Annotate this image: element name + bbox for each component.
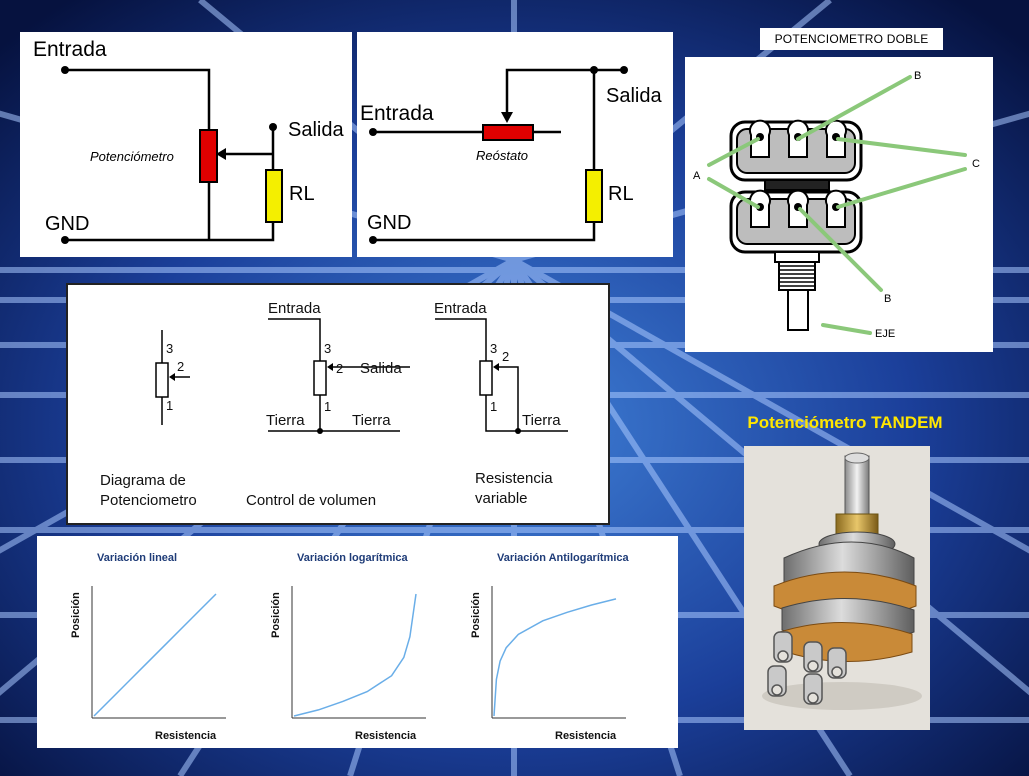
diag2-ground-left: Tierra <box>266 412 305 429</box>
diag2-pin3: 3 <box>324 341 331 356</box>
terminal-b-bottom-label: B <box>884 293 891 305</box>
x-axis-label: Resistencia <box>355 730 417 742</box>
shaft-label: EJE <box>875 328 895 340</box>
diag2-ground-right: Tierra <box>352 412 391 429</box>
y-axis-label: Posición <box>270 592 282 638</box>
diag3-pin2: 2 <box>502 349 509 364</box>
series-line <box>293 593 417 717</box>
chart-title: Variación lineal <box>97 552 177 564</box>
potentiometer-label: Potenciómetro <box>90 149 174 164</box>
load-label: RL <box>289 183 315 205</box>
chart-title: Variación logarítmica <box>297 552 409 564</box>
y-axis-label: Posición <box>70 592 82 638</box>
load-resistor-symbol <box>265 169 283 223</box>
diag2-output-label: Salida <box>360 360 402 377</box>
diag3-input-label: Entrada <box>434 300 487 317</box>
diag2-pin2: 2 <box>336 361 343 376</box>
series-line <box>93 593 217 717</box>
series-line <box>493 598 617 717</box>
diag2-input-label: Entrada <box>268 300 321 317</box>
diag3-pin1: 1 <box>490 399 497 414</box>
diag3-ground-label: Tierra <box>522 412 561 429</box>
diag1-pin1: 1 <box>166 398 173 413</box>
rheostat-symbol <box>482 124 534 141</box>
input-label: Entrada <box>360 102 434 125</box>
chart-title: Variación Antilogarítmica <box>497 552 630 564</box>
diag2-caption: Control de volumen <box>246 492 376 509</box>
ground-label: GND <box>45 213 89 235</box>
diag3-pin3: 3 <box>490 341 497 356</box>
ground-label: GND <box>367 212 411 234</box>
potentiometer-schematics: 3 2 1 Diagrama de Potenciometro Entrada … <box>66 283 610 525</box>
input-label: Entrada <box>33 38 107 61</box>
diag1-caption-line2: Potenciometro <box>100 492 197 509</box>
terminal-b-top-label: B <box>914 70 921 82</box>
diag3-caption-line1: Resistencia <box>475 470 553 487</box>
rheostat-label: Reóstato <box>476 148 528 163</box>
output-label: Salida <box>606 85 662 107</box>
double-pot-title: POTENCIOMETRO DOBLE <box>760 28 943 50</box>
voltage-divider-diagram: Entrada Salida GND RL Potenciómetro <box>20 32 352 257</box>
terminal-c-label: C <box>972 158 980 170</box>
diag1-caption-line1: Diagrama de <box>100 472 186 489</box>
potentiometer-symbol <box>199 129 218 183</box>
wiper-arrow <box>169 373 175 381</box>
diag1-pin3: 3 <box>166 341 173 356</box>
y-axis-label: Posición <box>470 592 482 638</box>
double-potentiometer-drawing: A B C B EJE <box>685 57 993 352</box>
diag2-pin1: 1 <box>324 399 331 414</box>
terminal-a-label: A <box>693 170 701 182</box>
diag3-caption-line2: variable <box>475 490 528 507</box>
chart-antilogarithmic: Variación AntilogarítmicaPosiciónResiste… <box>470 552 630 742</box>
x-axis-label: Resistencia <box>555 730 617 742</box>
x-axis-label: Resistencia <box>155 730 217 742</box>
rheostat-diagram: Entrada Salida GND RL Reóstato <box>357 32 673 257</box>
tandem-title: Potenciómetro TANDEM <box>747 413 943 432</box>
load-label: RL <box>608 183 634 205</box>
load-resistor-symbol <box>585 169 603 223</box>
diag1-pin2: 2 <box>177 359 184 374</box>
output-label: Salida <box>288 119 344 141</box>
tandem-potentiometer-photo <box>744 446 930 730</box>
